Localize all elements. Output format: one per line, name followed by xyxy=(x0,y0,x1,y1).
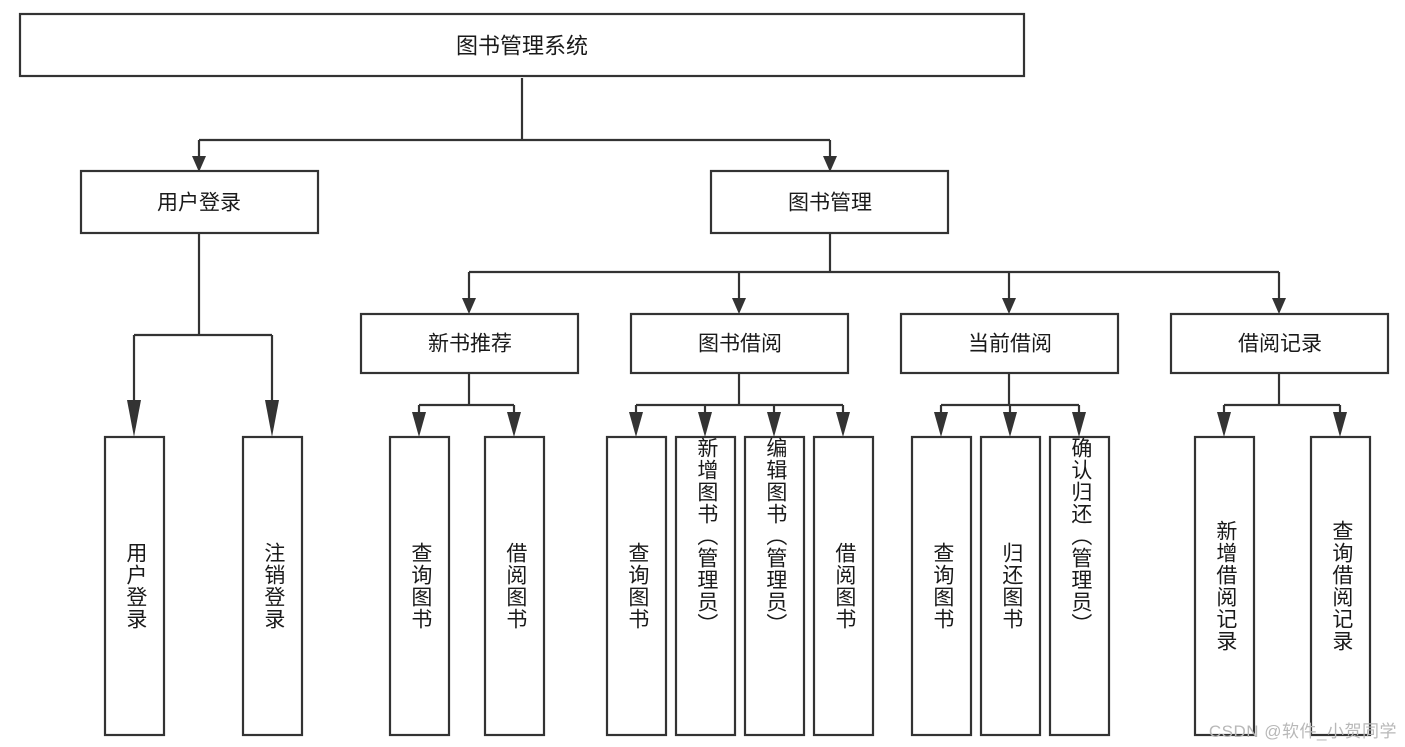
node-current-borrow[interactable]: 当前借阅 xyxy=(899,312,1120,375)
watermark: CSDN @软件_小贺同学 xyxy=(1208,722,1397,741)
node-borrow-record-label: 借阅记录 xyxy=(1238,333,1322,356)
node-new-book-recommend[interactable]: 新书推荐 xyxy=(359,312,580,375)
connector-group-new-book-leaves xyxy=(412,374,521,437)
leaf-box-edit-book[interactable] xyxy=(743,435,806,737)
arrowhead-leaf-query-book-3 xyxy=(934,412,948,437)
arrowhead-leaf-user-login xyxy=(127,400,141,437)
node-root-label: 图书管理系统 xyxy=(456,34,588,59)
node-book-borrow-box[interactable] xyxy=(629,312,850,375)
arrowhead-new-book xyxy=(462,298,476,314)
arrowhead-borrow-record xyxy=(1272,298,1286,314)
node-book-borrow[interactable]: 图书借阅 xyxy=(629,312,850,375)
arrowhead-leaf-logout xyxy=(265,400,279,437)
node-user-login-label: 用户登录 xyxy=(157,192,241,215)
arrowhead-leaf-return-book xyxy=(1003,412,1017,437)
leaf-box-query-book-1[interactable] xyxy=(388,435,451,737)
leaf-box-user-login[interactable] xyxy=(103,435,166,737)
arrowhead-leaf-borrow-book-1 xyxy=(507,412,521,437)
arrowhead-leaf-query-record xyxy=(1333,412,1347,437)
arrowhead-leaf-query-book-2 xyxy=(629,412,643,437)
node-new-book-recommend-box[interactable] xyxy=(359,312,580,375)
arrowhead-leaf-edit-book xyxy=(767,412,781,437)
connector-group-book-manage-to-level3 xyxy=(462,234,1286,314)
leaf-box-query-record[interactable] xyxy=(1309,435,1372,737)
arrowhead-leaf-borrow-book-2 xyxy=(836,412,850,437)
arrowhead-book-borrow xyxy=(732,298,746,314)
node-book-manage[interactable]: 图书管理 xyxy=(709,169,950,235)
node-borrow-record-box[interactable] xyxy=(1169,312,1390,375)
arrowhead-leaf-confirm-return xyxy=(1072,412,1086,437)
leaf-box-add-record[interactable] xyxy=(1193,435,1256,737)
arrowhead-user-login xyxy=(192,156,206,172)
leaf-box-borrow-book-1[interactable] xyxy=(483,435,546,737)
node-root[interactable]: 图书管理系统 xyxy=(18,12,1026,78)
node-book-manage-label: 图书管理 xyxy=(788,192,872,215)
arrowhead-leaf-query-book-1 xyxy=(412,412,426,437)
node-borrow-record[interactable]: 借阅记录 xyxy=(1169,312,1390,375)
leaf-box-confirm-return[interactable] xyxy=(1048,435,1111,737)
connector-group-borrow-record-leaves xyxy=(1217,374,1347,437)
node-user-login[interactable]: 用户登录 xyxy=(79,169,320,235)
connector-group-book-borrow-leaves xyxy=(629,374,850,437)
leaf-box-borrow-book-2[interactable] xyxy=(812,435,875,737)
node-book-borrow-label: 图书借阅 xyxy=(698,333,782,356)
arrowhead-book-manage xyxy=(823,156,837,172)
arrowhead-leaf-add-book xyxy=(698,412,712,437)
leaf-box-query-book-3[interactable] xyxy=(910,435,973,737)
node-current-borrow-box[interactable] xyxy=(899,312,1120,375)
node-root-box[interactable] xyxy=(18,12,1026,78)
node-book-manage-box[interactable] xyxy=(709,169,950,235)
connector-group-current-borrow-leaves xyxy=(934,374,1086,437)
leaf-box-add-book[interactable] xyxy=(674,435,737,737)
arrowhead-leaf-add-record xyxy=(1217,412,1231,437)
leaf-box-logout[interactable] xyxy=(241,435,304,737)
leaf-box-query-book-2[interactable] xyxy=(605,435,668,737)
node-user-login-box[interactable] xyxy=(79,169,320,235)
connector-group-root-to-level2 xyxy=(192,78,837,172)
leaf-boxes xyxy=(103,435,1372,737)
node-current-borrow-label: 当前借阅 xyxy=(968,333,1052,356)
connector-group-user-login-leaves xyxy=(127,234,279,437)
arrowhead-current-borrow xyxy=(1002,298,1016,314)
leaf-box-return-book[interactable] xyxy=(979,435,1042,737)
node-new-book-recommend-label: 新书推荐 xyxy=(428,333,512,356)
